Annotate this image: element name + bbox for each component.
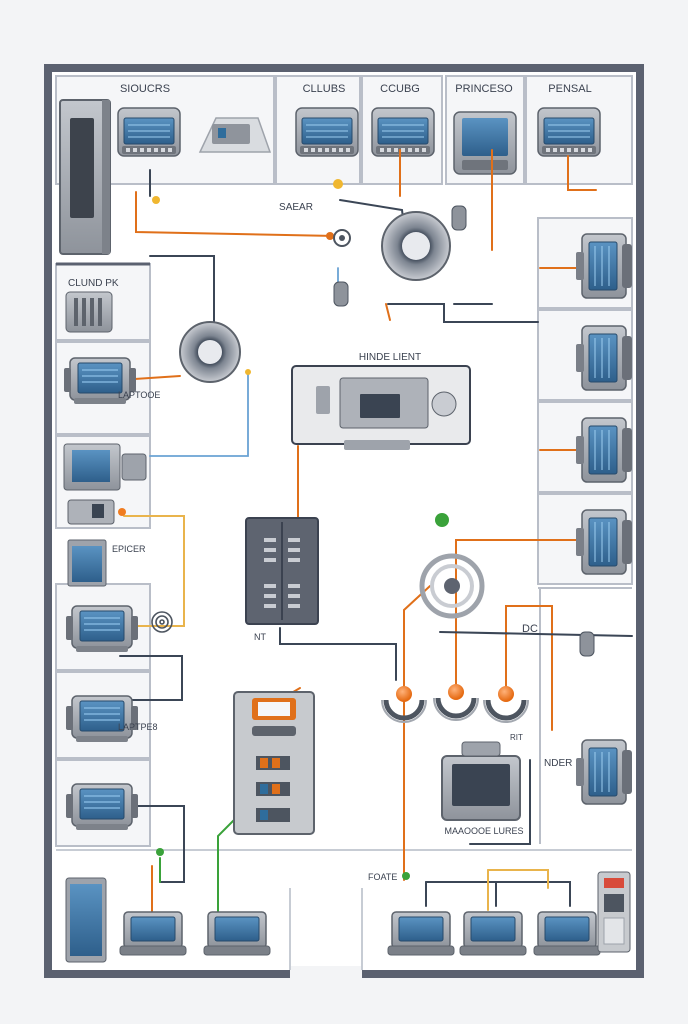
laptops-workstation <box>65 695 139 743</box>
left-workstation-6 <box>65 783 139 831</box>
room-label-sources: SIOUCRS <box>120 83 170 95</box>
entrance-gap <box>290 966 362 978</box>
small-dial <box>333 229 351 247</box>
right-station-2 <box>575 325 633 391</box>
bottom-laptop-5 <box>533 911 601 956</box>
label-nt: NT <box>254 632 266 642</box>
bottom-laptop-2 <box>203 911 271 956</box>
room-label-ccubg: CCUBG <box>380 83 420 95</box>
label-epicer: EPICER <box>112 544 146 554</box>
label-dc: DC <box>522 623 538 635</box>
cluno-rack <box>65 291 113 333</box>
room-label-pensal: PENSAL <box>548 83 591 95</box>
dual-device <box>63 443 147 525</box>
label-saear: SAEAR <box>279 202 313 213</box>
right-station-1 <box>575 233 633 299</box>
power-panel <box>233 691 315 835</box>
ndcr-station <box>575 739 633 805</box>
right-station-3 <box>575 417 633 483</box>
source-computer <box>117 107 181 157</box>
green-status-dot <box>435 513 449 527</box>
room-label-princeso: PRINCESO <box>455 83 513 95</box>
central-control-unit <box>291 365 471 450</box>
pensal-computer <box>537 107 601 157</box>
label-hindelient: HINDE LIENT <box>359 352 421 363</box>
bottom-laptop-4 <box>459 911 527 956</box>
left-workstation-4 <box>65 605 139 653</box>
cllubs-computer <box>295 107 359 157</box>
room-label-cllubs: CLLUBS <box>303 83 346 95</box>
server-rack <box>59 99 111 255</box>
label-laptop: LAPTOOE <box>118 390 160 400</box>
spiral-antenna <box>151 611 173 633</box>
left-rooms <box>55 263 151 847</box>
ups-unit <box>597 871 631 953</box>
princeso-monitor <box>453 111 517 175</box>
right-station-4 <box>575 509 633 575</box>
bottom-laptop-1 <box>119 911 187 956</box>
bottom-left-screen <box>65 877 107 963</box>
label-rit: RIT <box>510 733 523 742</box>
label-ndcr: NDER <box>544 758 572 769</box>
left-ring <box>179 321 241 383</box>
cylinder-sensor <box>333 205 595 657</box>
clipboard-device <box>198 117 272 153</box>
label-laptops: LAPTPE8 <box>118 722 158 732</box>
label-cluno-pk: CLUND PK <box>68 278 119 289</box>
nt-switch <box>245 517 319 625</box>
ccubg-computer <box>371 107 435 157</box>
junctions <box>118 179 449 880</box>
saear-ring <box>381 211 451 281</box>
label-machine-lures: MAAOOOE LURES <box>444 826 523 836</box>
label-foate: FOATE <box>368 872 397 882</box>
epicer-screen <box>67 539 107 587</box>
dc-coil <box>419 553 485 619</box>
machine-monitor <box>441 741 521 821</box>
bottom-laptop-3 <box>387 911 455 956</box>
